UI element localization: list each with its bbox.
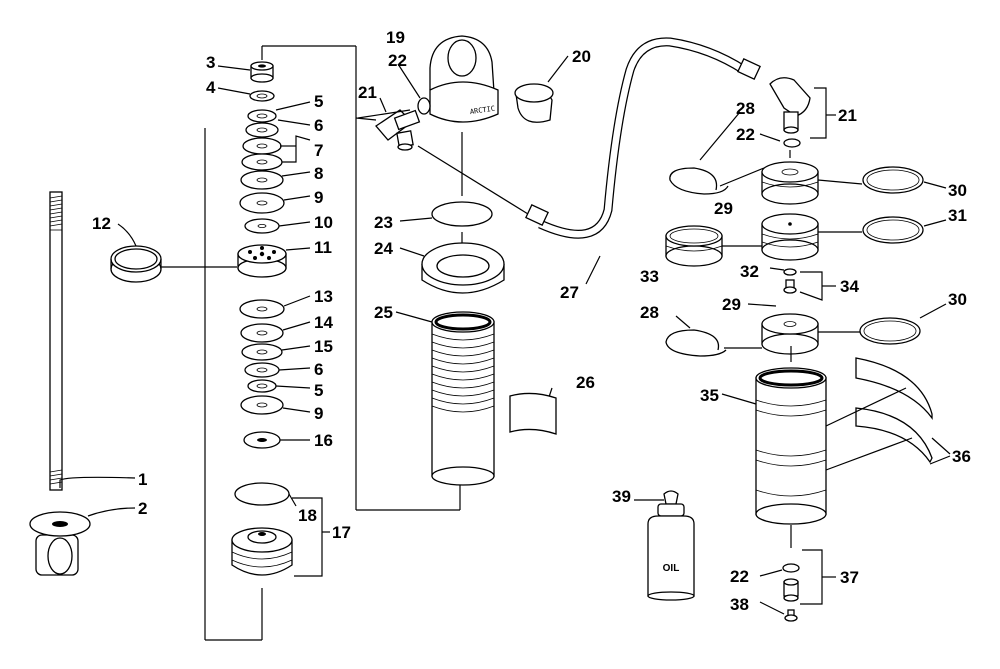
callout: 11	[314, 238, 332, 257]
hose-27	[525, 37, 761, 285]
callout: 23	[374, 213, 393, 232]
decal-36	[825, 357, 951, 471]
callout: 35	[700, 386, 719, 405]
callout: 30	[948, 290, 967, 309]
callout: 25	[374, 303, 393, 322]
callout: 19	[386, 28, 405, 47]
callout: 5	[314, 92, 323, 111]
callout: 36	[952, 447, 971, 466]
oil-bottle-39: OIL	[634, 490, 695, 601]
callout: 15	[314, 337, 333, 356]
bushing-20	[514, 83, 554, 123]
reservoir-body-35	[755, 367, 827, 525]
callout: 37	[840, 568, 859, 587]
washer-stack	[239, 90, 285, 234]
callout: 3	[206, 53, 215, 72]
shaft	[49, 191, 63, 491]
callout: 34	[840, 277, 859, 296]
right-leaders-bottom	[759, 549, 836, 615]
callout: 4	[206, 78, 216, 97]
bottle-label: OIL	[663, 563, 680, 574]
callout: 21	[838, 106, 857, 125]
callout: 13	[314, 287, 333, 306]
callout: 12	[92, 214, 111, 233]
callout: 20	[572, 47, 591, 66]
oring-22c	[782, 563, 800, 573]
callout: 31	[948, 206, 967, 225]
callout: 1	[138, 470, 147, 489]
shock-body-25	[431, 311, 495, 486]
callout: 33	[640, 267, 659, 286]
svg-text:ARCTIC: ARCTIC	[469, 105, 495, 116]
callout: 2	[138, 499, 147, 518]
right-leaders-mid	[747, 267, 836, 307]
left-assembly	[29, 45, 461, 641]
callouts: 1 2 3 4 5 6 7 8 9 10 11 12 13 14 15 6 5 …	[92, 28, 971, 614]
right-leaders-top	[759, 87, 836, 158]
callout: 22	[730, 567, 749, 586]
callout: 28	[640, 303, 659, 322]
valve-core-34	[783, 279, 797, 294]
lower-washers	[239, 299, 285, 449]
elbow-fitting-21	[375, 109, 421, 151]
callout: 8	[314, 164, 323, 183]
callout: 38	[730, 595, 749, 614]
callout: 16	[314, 431, 333, 450]
band-30a	[862, 166, 924, 194]
callout: 32	[740, 262, 759, 281]
floating-piston-32	[761, 213, 819, 261]
body-cap-17	[231, 527, 293, 640]
callout: 29	[714, 199, 733, 218]
callout: 6	[314, 360, 323, 379]
screw-38	[784, 609, 798, 622]
callout: 27	[560, 283, 579, 302]
callout: 7	[314, 141, 323, 160]
end-cap-29b	[761, 313, 819, 355]
callout: 9	[314, 404, 323, 423]
ring-12	[110, 245, 237, 283]
ring-33	[665, 225, 723, 267]
callout: 24	[374, 239, 393, 258]
eyelet	[29, 511, 91, 576]
callout: 10	[314, 213, 333, 232]
seal-disk-18	[234, 482, 290, 506]
callout: 18	[298, 506, 317, 525]
end-cap-29a	[761, 161, 819, 205]
snap-ring-28b	[665, 329, 727, 357]
left-leaders	[59, 65, 330, 577]
elbow-fitting-21b	[769, 77, 811, 134]
band-30b	[859, 317, 921, 345]
callout: 14	[314, 313, 333, 332]
callout: 22	[388, 51, 407, 70]
callout: 39	[612, 487, 631, 506]
cup-24	[421, 242, 505, 294]
piston-11	[237, 244, 287, 278]
shield-26	[509, 392, 557, 435]
callout: 22	[736, 125, 755, 144]
callout: 21	[358, 83, 377, 102]
bleed-screw-37	[783, 578, 799, 602]
center-assembly: ARCTIC	[355, 35, 569, 486]
callout: 6	[314, 116, 323, 135]
callout: 5	[314, 381, 323, 400]
callout: 30	[948, 181, 967, 200]
seal-23	[431, 201, 493, 227]
callout: 29	[722, 295, 741, 314]
callout: 17	[332, 523, 351, 542]
callout: 9	[314, 188, 323, 207]
callout: 28	[736, 99, 755, 118]
reservoir-head-19: ARCTIC	[429, 35, 499, 123]
band-31	[862, 216, 924, 244]
snap-ring-28a	[669, 167, 729, 195]
callout: 26	[576, 373, 595, 392]
top-cap	[250, 45, 461, 511]
valve-oring-34	[783, 268, 797, 276]
oring-22b	[783, 138, 801, 148]
oring-22	[417, 97, 431, 115]
reservoir-assembly	[665, 77, 951, 622]
